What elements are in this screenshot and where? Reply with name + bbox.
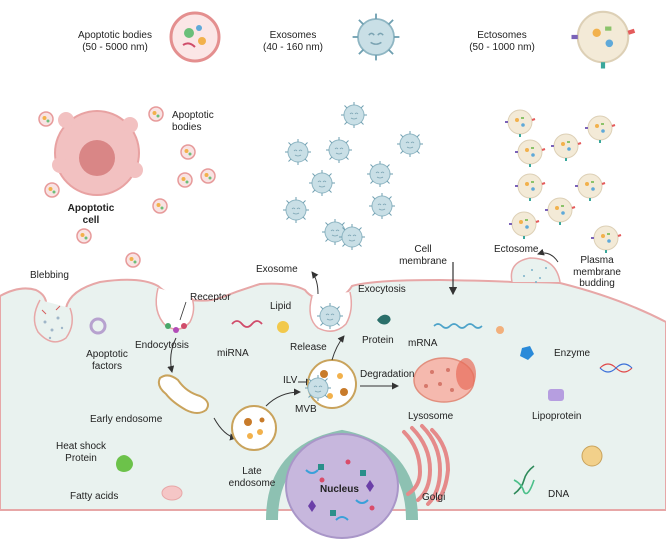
endocytosis-arrow: [167, 337, 177, 373]
apoptotic-body: [38, 111, 54, 127]
ectosome-particle: [574, 173, 606, 202]
early-endosome-icon: [157, 374, 209, 414]
receptor-label: Receptor: [190, 292, 231, 303]
exosome-label: Exosome: [256, 264, 298, 275]
cell-membrane-label: Cell membrane: [399, 244, 447, 267]
mvb-label: MVB: [295, 404, 317, 415]
ectosome-particle: [584, 115, 616, 144]
legend-apoptotic-bodies-title: Apoptotic bodies: [78, 30, 152, 41]
mirna-icon: [231, 320, 263, 328]
exosome-particle: [325, 136, 353, 164]
dna-label: DNA: [548, 489, 570, 500]
exosome-legend-icon: [351, 12, 401, 62]
lipoprotein-icon: [548, 389, 564, 401]
legend-ectosomes-title: Ectosomes: [477, 30, 527, 41]
mirna-label: miRNA: [217, 348, 249, 359]
release-label: Release: [290, 342, 327, 353]
protein-icon: [377, 314, 391, 325]
lipoprotein-particle-icon: [581, 445, 603, 467]
lysosome-label: Lysosome: [408, 411, 454, 422]
lipoprotein-label: Lipoprotein: [532, 411, 582, 422]
exocytosis-label: Exocytosis: [358, 284, 406, 295]
exosome-particle: [308, 169, 336, 197]
exosome-particle: [338, 223, 366, 251]
late-endosome-label: Late endosome: [228, 466, 276, 489]
enzyme-label: Enzyme: [554, 348, 591, 359]
apoptotic-factors-icon: [89, 317, 107, 335]
blebbing-label: Blebbing: [30, 270, 69, 281]
ectosome-particle: [514, 173, 546, 202]
apoptotic-body: [152, 198, 168, 214]
apoptotic-body: [148, 106, 164, 122]
legend-ectosomes: Ectosomes (50 - 1000 nm): [442, 30, 562, 53]
apoptotic-body: [177, 172, 193, 188]
lipid-icon: [277, 321, 289, 333]
apoptotic-body-legend-icon: [169, 11, 221, 63]
legend-apoptotic-bodies-size: (50 - 5000 nm): [82, 41, 148, 53]
small-vesicle-icon: [496, 326, 504, 334]
apoptotic-cell-icon: [52, 110, 143, 196]
exosome-particle: [282, 196, 310, 224]
apoptotic-cell-label: Apoptotic cell: [67, 203, 115, 226]
ectosome-particle: [514, 139, 546, 168]
ilv-label: ILV: [283, 375, 298, 386]
exosome-particle: [396, 130, 424, 158]
golgi-icon: [402, 424, 451, 506]
nucleus-icon: [266, 429, 418, 539]
mrna-label: mRNA: [408, 338, 438, 349]
exosome-particle: [366, 160, 394, 188]
ectosome-particle: [544, 197, 576, 226]
enzyme-icon: [520, 346, 534, 360]
lysosome-icon: [413, 357, 476, 403]
lipid-label: Lipid: [270, 301, 292, 312]
heat-shock-protein-label: Heat shock Protein: [55, 441, 107, 464]
endocytosis-pocket: [155, 287, 195, 333]
legend-exosomes: Exosomes (40 - 160 nm): [238, 30, 348, 53]
early-endosome-label: Early endosome: [90, 414, 163, 425]
apoptotic-body: [44, 182, 60, 198]
plasma-membrane-budding-label: Plasma membrane budding: [573, 255, 621, 289]
dna-helix-icon: [599, 363, 633, 373]
fatty-acids-label: Fatty acids: [70, 491, 119, 502]
heat-shock-protein-icon: [116, 455, 133, 472]
ectosome-legend-icon: [572, 12, 635, 69]
fatty-acids-icon: [161, 485, 183, 501]
degradation-label: Degradation: [360, 369, 415, 380]
release-arrow: [331, 335, 345, 361]
exosome-particle: [340, 101, 368, 129]
apoptotic-body: [125, 252, 141, 268]
golgi-label: Golgi: [422, 492, 446, 503]
protein-label: Protein: [362, 335, 394, 346]
ectosome-label: Ectosome: [494, 244, 539, 255]
bleb: [33, 299, 73, 343]
ectosome-particle: [590, 225, 622, 254]
apoptotic-factors-label: Apoptotic factors: [86, 349, 128, 372]
legend-exosomes-size: (40 - 160 nm): [262, 41, 324, 53]
legend-ectosomes-size: (50 - 1000 nm): [469, 41, 535, 53]
ectosome-particle: [550, 133, 582, 162]
budding-ectosome-icon: [510, 248, 561, 283]
exosome-particle: [284, 138, 312, 166]
dna-icon: [513, 465, 535, 495]
apoptotic-body: [76, 228, 92, 244]
legend-apoptotic-bodies: Apoptotic bodies (50 - 5000 nm): [60, 30, 170, 53]
late-endosome-icon: [231, 405, 277, 451]
late-to-mvb-arrow: [265, 388, 301, 407]
apoptotic-bodies-label: Apoptotic bodies: [172, 110, 214, 133]
exosome-particle: [368, 192, 396, 220]
legend-exosomes-title: Exosomes: [269, 30, 317, 41]
exosome-release-arrow: [311, 271, 319, 295]
endocytosis-label: Endocytosis: [135, 340, 189, 351]
receptor-pointer: [179, 301, 187, 321]
nucleus-label: Nucleus: [320, 484, 359, 495]
ectosome-particle: [504, 109, 536, 138]
exocytosis-pocket: [309, 291, 353, 332]
mrna-icon: [433, 323, 483, 329]
apoptotic-body: [200, 168, 216, 184]
apoptotic-body: [180, 144, 196, 160]
ectosome-particle: [508, 211, 540, 240]
